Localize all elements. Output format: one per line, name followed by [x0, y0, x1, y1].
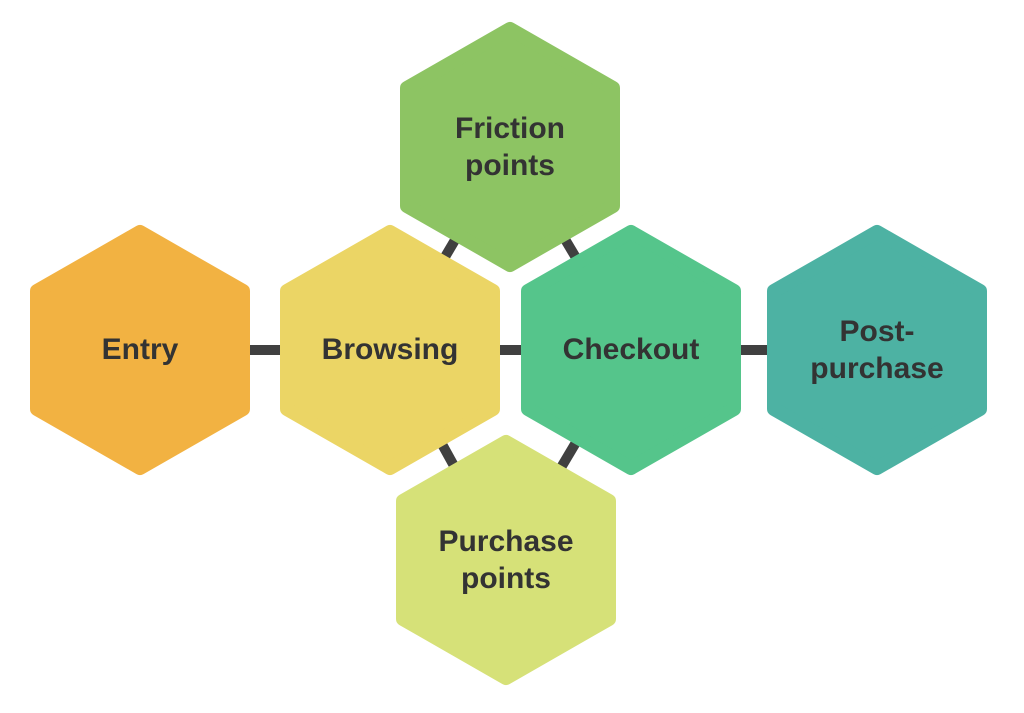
hexagon-entry: [30, 225, 250, 475]
hexagon-friction-points: [400, 22, 620, 272]
hexagon-checkout: [521, 225, 741, 475]
hexagon-purchase-points: [396, 435, 616, 685]
hexagon-post-purchase: [767, 225, 987, 475]
hexagon-browsing: [280, 225, 500, 475]
hexagon-group: [30, 22, 987, 685]
